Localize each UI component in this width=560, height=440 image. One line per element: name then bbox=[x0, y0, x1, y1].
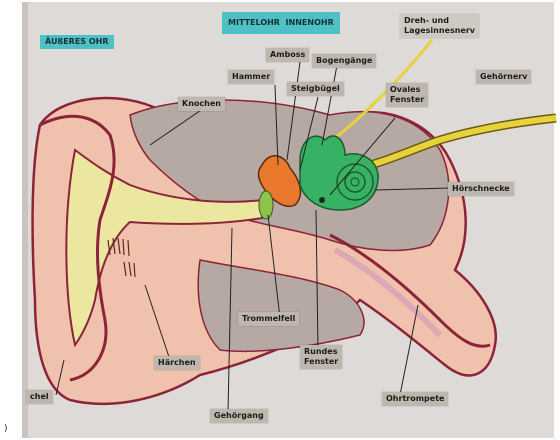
label-knochen: Knochen bbox=[178, 97, 225, 111]
label-ovales-fenster: Ovales Fenster bbox=[386, 83, 428, 107]
label-haerchen: Härchen bbox=[154, 356, 200, 370]
label-hammer: Hammer bbox=[228, 70, 274, 84]
label-gehoernerv: Gehörnerv bbox=[476, 70, 531, 84]
eardrum-shape bbox=[259, 191, 273, 219]
label-rundes-fenster: Rundes Fenster bbox=[300, 345, 342, 369]
label-dreh-lage-nerv: Dreh- und Lagesinnesnerv bbox=[400, 14, 479, 38]
label-ohrtrompete: Ohrtrompete bbox=[382, 392, 448, 406]
label-gehoergang: Gehörgang bbox=[210, 409, 268, 423]
poster-shadow-left bbox=[22, 2, 28, 438]
header-outer-ear: ÄUßERES OHR bbox=[40, 35, 114, 49]
label-steigbuegel: Steigbügel bbox=[287, 82, 344, 96]
label-ohrmuschel-partial: chel bbox=[26, 390, 53, 404]
label-trommelfell: Trommelfell bbox=[238, 312, 299, 326]
oval-window-dot bbox=[319, 197, 325, 203]
label-hoerschnecke: Hörschnecke bbox=[448, 182, 514, 196]
label-bogengaenge: Bogengänge bbox=[312, 54, 376, 68]
label-amboss: Amboss bbox=[266, 48, 309, 62]
header-inner-ear: INNENOHR bbox=[286, 18, 334, 27]
header-middle-inner: MITTELOHR INNENOHR bbox=[222, 12, 340, 34]
cochlea-spiral bbox=[337, 164, 373, 200]
edge-parenthesis: ) bbox=[4, 424, 8, 434]
header-middle-ear: MITTELOHR bbox=[228, 18, 280, 27]
